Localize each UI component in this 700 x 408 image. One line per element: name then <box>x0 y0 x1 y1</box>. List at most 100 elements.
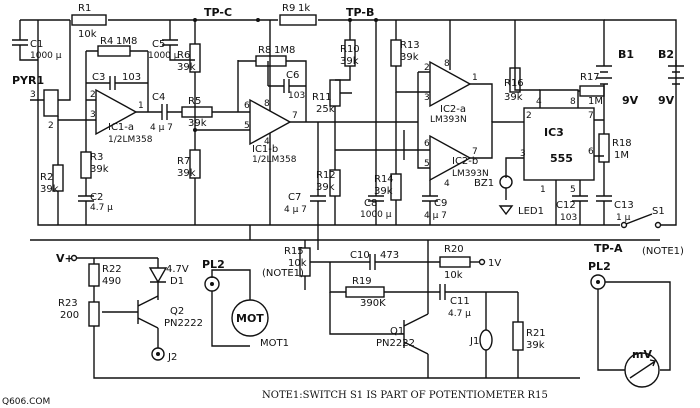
r5-ref: R5 <box>188 96 201 107</box>
r14-val: 39k <box>374 186 393 197</box>
ic2b-pin6: 6 <box>424 139 430 149</box>
s1-contact-a <box>620 221 628 229</box>
vplus-label: V+ <box>56 252 74 265</box>
r22-val: 490 <box>102 276 121 287</box>
c10-capacitor <box>360 254 440 270</box>
one-volt-label: 1V <box>488 258 501 269</box>
ic3-pin2: 2 <box>526 111 532 121</box>
mv-meter-needle <box>629 359 656 379</box>
tp-a-label: TP-A <box>594 242 623 255</box>
r11-wires <box>334 66 352 150</box>
r13-ref: R13 <box>400 40 420 51</box>
ic2a-in <box>417 71 430 122</box>
c10-ref: C10 <box>350 250 370 261</box>
c13-ref: C13 <box>614 200 634 211</box>
c2-capacitor <box>78 178 94 225</box>
b2-battery <box>668 60 684 85</box>
r19-val: 390K <box>360 298 386 309</box>
c2-val: 4.7 µ <box>90 203 113 213</box>
r15-val: 10k <box>288 258 307 269</box>
c12-capacitor <box>555 180 588 225</box>
r2-ref: R2 <box>40 172 53 183</box>
j2-jack-pin <box>156 352 160 356</box>
ic2b-part: LM393N <box>452 169 489 179</box>
r8-val: 1M8 <box>274 45 295 56</box>
c6-capacitor <box>268 79 306 93</box>
r8-ref: R8 <box>258 45 271 56</box>
j1-jack <box>479 329 493 351</box>
b1-battery <box>596 60 612 91</box>
ic2b-in <box>417 122 430 169</box>
r4-ref: R4 <box>100 36 113 47</box>
s1-switch-blade <box>625 213 653 225</box>
ic1b-pin6: 6 <box>244 101 250 111</box>
r10-val: 39k <box>340 56 359 67</box>
junction <box>256 18 260 22</box>
mot-ref: MOT <box>236 312 264 325</box>
ic2a-out <box>470 83 493 122</box>
ic2a-pin3: 3 <box>424 93 430 103</box>
c8-val: 1000 µ <box>360 210 392 220</box>
r14-ref: R14 <box>374 174 394 185</box>
r9-val: 1k <box>298 3 310 14</box>
r17-wires <box>578 90 605 121</box>
r8-resistor <box>255 55 287 67</box>
r16-resistor <box>509 67 521 93</box>
j2-jack <box>151 347 165 361</box>
c7-capacitor <box>310 122 326 250</box>
pyr1-pin2: 2 <box>48 121 54 131</box>
top-rail <box>38 19 605 60</box>
q1-part: PN2222 <box>376 338 415 349</box>
one-volt-terminal <box>478 258 486 266</box>
r21-resistor <box>512 321 524 351</box>
r20-ref: R20 <box>444 244 464 255</box>
c2-ref: C2 <box>90 192 103 203</box>
pl2-plug-pin <box>210 282 214 286</box>
led1-ref: LED1 <box>518 206 544 217</box>
ground-rail <box>37 20 620 226</box>
r21-val: 39k <box>526 340 545 351</box>
r23-potentiometer <box>88 301 100 327</box>
r2-val: 39k <box>40 184 59 195</box>
ic2a-pin2: 2 <box>424 63 430 73</box>
ic1b-pin4: 4 <box>264 137 270 147</box>
c1-capacitor <box>12 19 38 61</box>
r1-resistor <box>71 14 107 26</box>
r19-resistor <box>345 286 385 298</box>
battery-link <box>604 19 677 60</box>
ic1a-ref: IC1-a <box>108 122 134 133</box>
pl2-right-ref: PL2 <box>588 260 611 273</box>
r3-val: 39k <box>90 164 109 175</box>
q1-ref: Q1 <box>390 326 404 337</box>
ic1a-opamp <box>95 88 138 136</box>
r1-val: 10k <box>78 29 97 40</box>
r16-ref: R16 <box>504 78 524 89</box>
mot-label: MOT1 <box>260 338 289 349</box>
tp-c-label: TP-C <box>204 6 232 19</box>
ic2a-pin8: 8 <box>444 59 450 69</box>
pl2-right-plug-pin <box>596 280 600 284</box>
ic3-ref: IC3 <box>544 126 564 139</box>
ic2a-ref: IC2-a <box>440 104 466 115</box>
ic1a-part: 1/2LM358 <box>108 135 153 145</box>
r19-in <box>329 262 346 293</box>
c7-val: 4 µ 7 <box>284 205 307 215</box>
c9-ref: C9 <box>434 198 447 209</box>
ic1a-pin2: 2 <box>90 90 96 100</box>
r11-val: 25k <box>316 104 335 115</box>
r15-note: (NOTE1) <box>262 268 304 279</box>
r7-ref: R7 <box>177 156 190 167</box>
led1-symbol <box>498 188 514 216</box>
ic3-pin6: 6 <box>588 147 594 157</box>
ic3-pin4: 4 <box>536 97 542 107</box>
r12-val: 39k <box>316 182 335 193</box>
r5-resistor <box>181 106 213 118</box>
r15-wires <box>304 240 360 290</box>
r18-val: 1M <box>614 150 629 161</box>
ic2b-comparator <box>429 134 472 182</box>
pyr1-ref: PYR1 <box>12 74 44 87</box>
ic1b-ref: IC1-b <box>252 144 278 155</box>
ic2b-pin5: 5 <box>424 159 430 169</box>
